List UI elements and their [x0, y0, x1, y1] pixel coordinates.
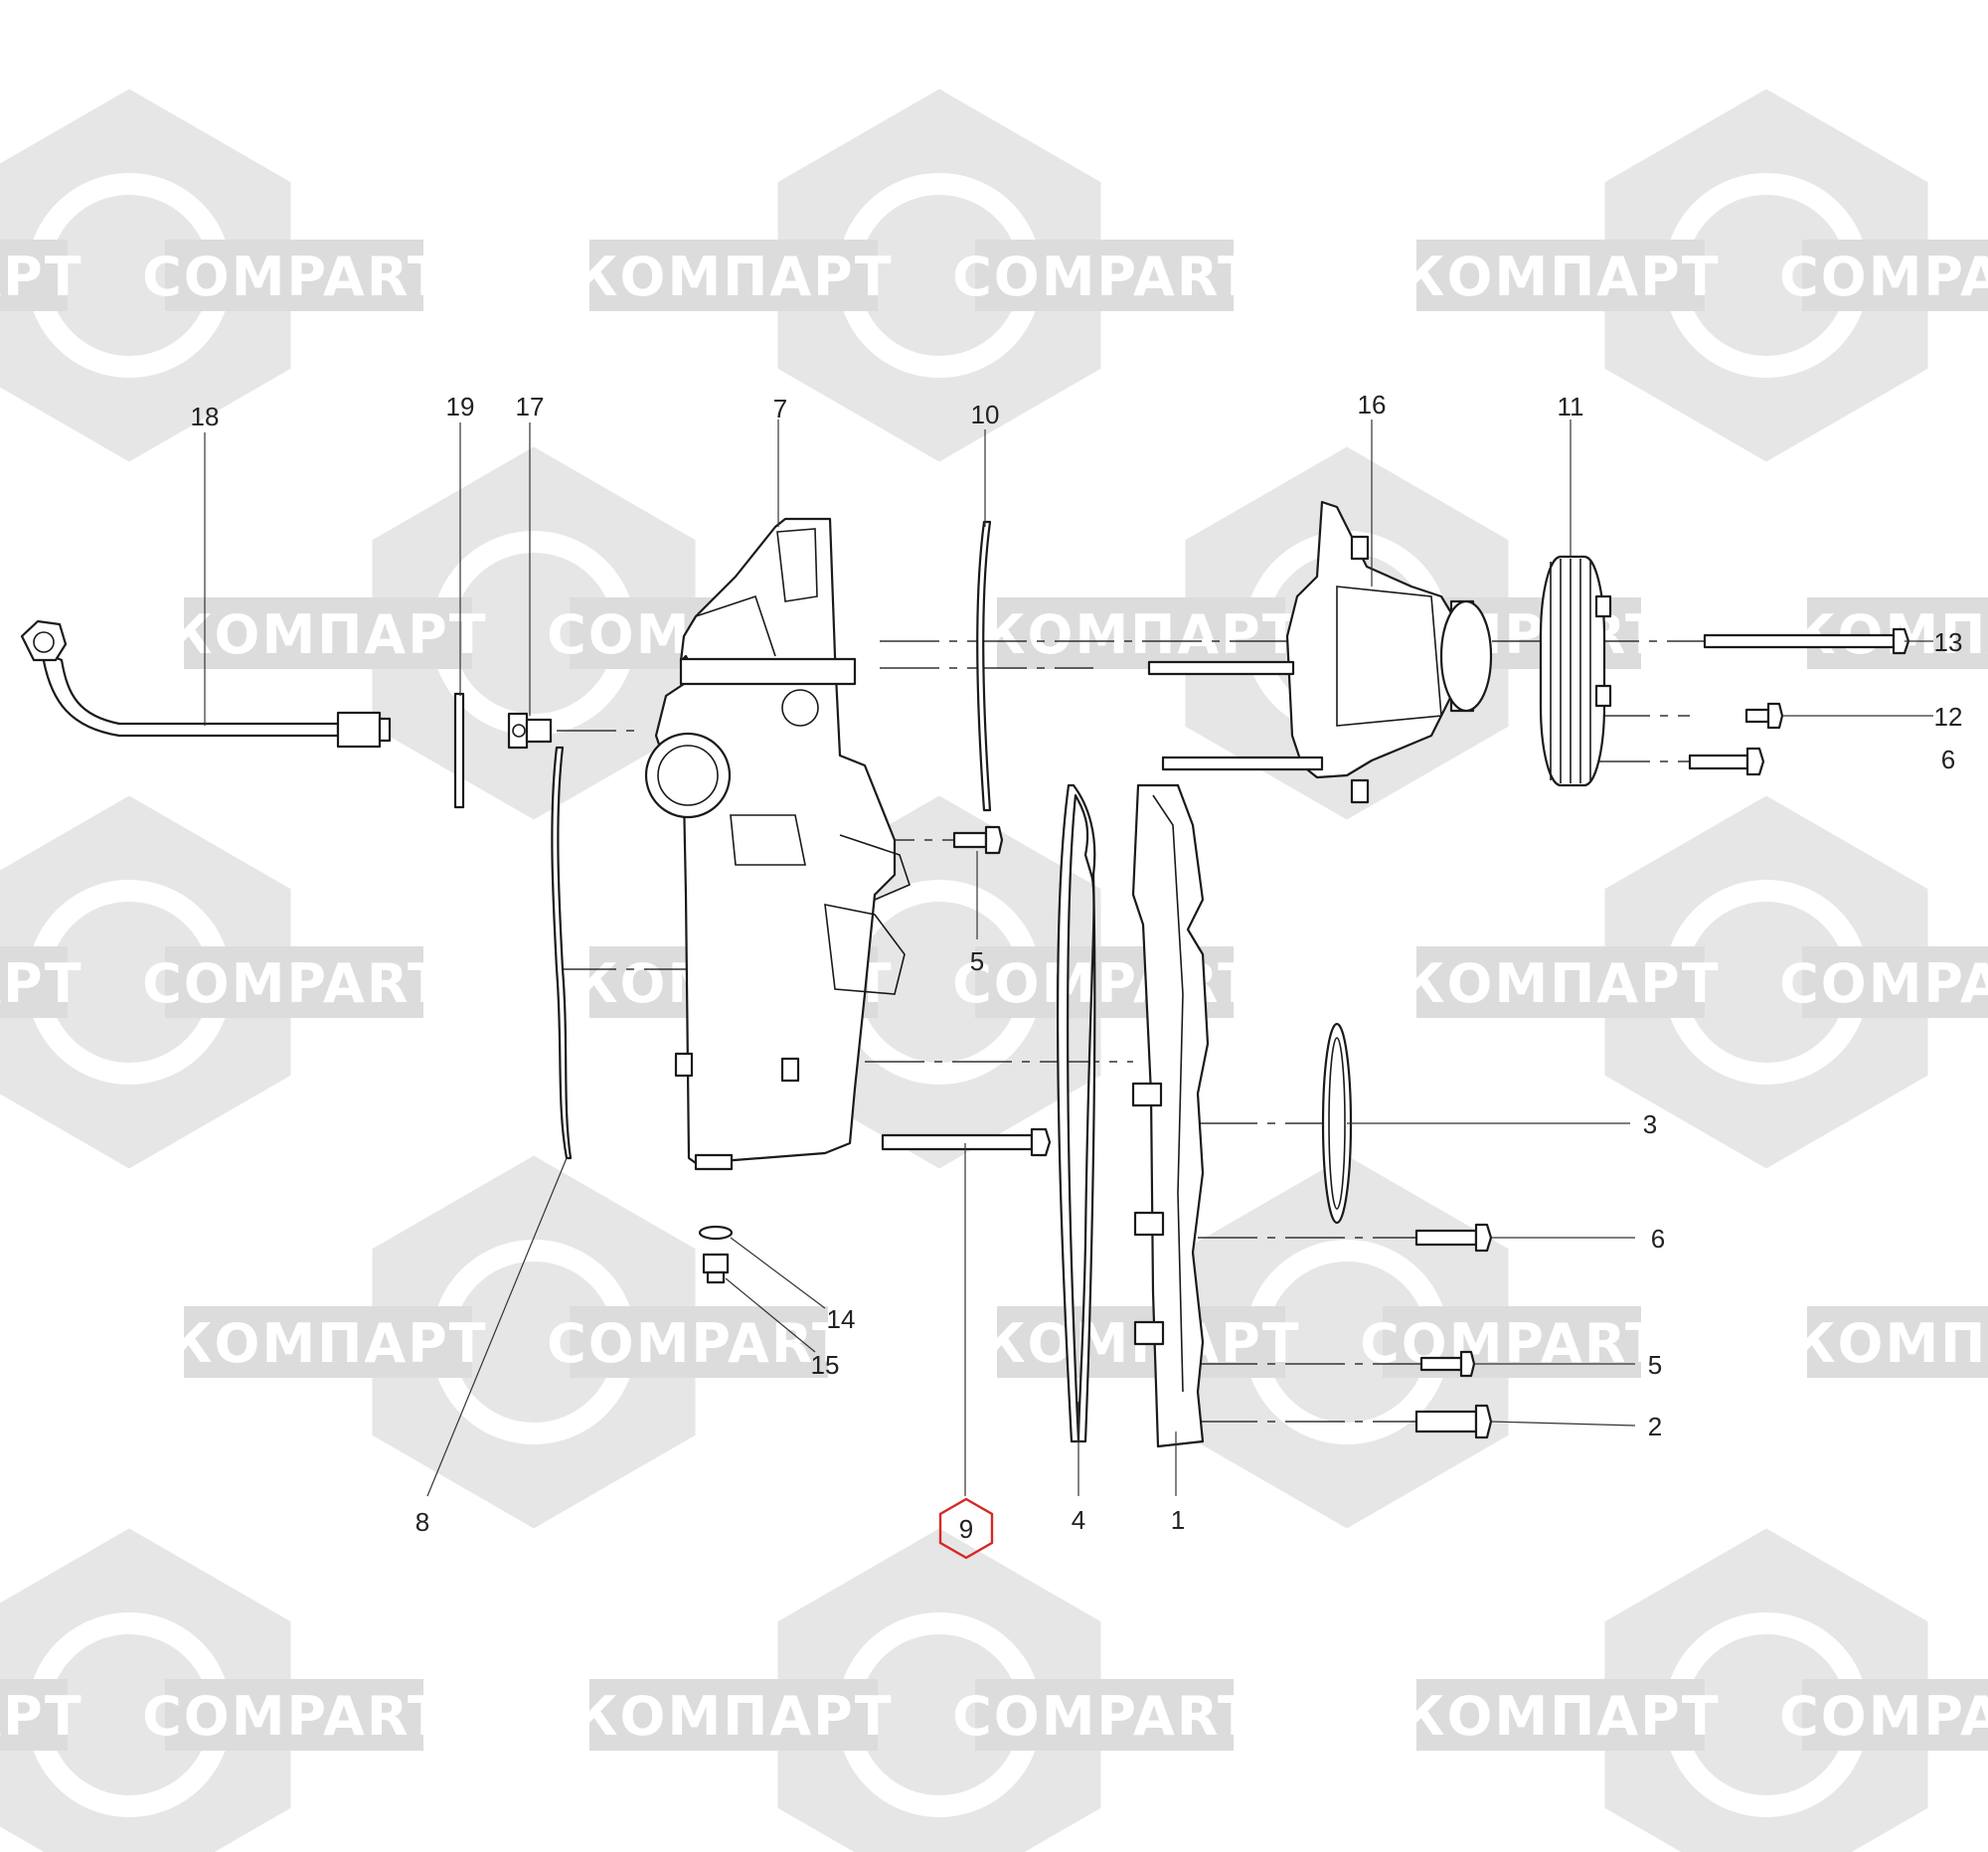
watermark-hexagon: [1604, 88, 1928, 462]
watermark-band: [570, 1306, 828, 1378]
watermark-text-latin: COMPART: [142, 246, 446, 308]
watermark-band: [1416, 1679, 1705, 1751]
callout-18[interactable]: 18: [191, 402, 220, 431]
part-6-bolt-lower: [1414, 1223, 1493, 1253]
part-16-pump-body: [1147, 500, 1493, 804]
callout-3[interactable]: 3: [1643, 1109, 1657, 1139]
part-14-seal-ring: [698, 1225, 734, 1241]
watermark-text-cyrillic: КОМПАРТ: [168, 1312, 487, 1375]
watermark-text-latin: COMPART: [1779, 952, 1988, 1015]
part-19-gasket: [453, 692, 465, 809]
leader-lines: [204, 420, 1933, 1497]
watermark-text-latin: COMPART: [952, 1685, 1256, 1748]
watermark-text-latin: COMPART: [142, 952, 446, 1015]
callout-labels: 18 19 17 7 10 16 11 13 12 6 5 3 6 5 2 14…: [191, 390, 1963, 1544]
watermark-band: [0, 240, 68, 311]
part-10-gasket: [976, 520, 992, 812]
watermark-hexagon: [0, 795, 291, 1169]
watermark-text-latin: COMPART: [1779, 246, 1988, 308]
watermark-band: [165, 240, 423, 311]
part-5-bolt-lower: [1419, 1350, 1476, 1378]
callout-17[interactable]: 17: [516, 392, 545, 421]
watermark-text-cyrillic: КОМПАРТ: [1401, 1685, 1720, 1748]
watermark-band: [1802, 946, 1988, 1018]
watermark-band: [1802, 1679, 1988, 1751]
part-6-bolt-upper: [1688, 747, 1765, 776]
part-17-fitting: [507, 712, 553, 750]
watermark-text-latin: COMPART: [952, 952, 1256, 1015]
watermark-hexagon: [777, 88, 1101, 462]
watermark-text-latin: COMPART: [142, 1685, 446, 1748]
watermark-band: [1802, 240, 1988, 311]
watermark-text-cyrillic: КОМПАРТ: [0, 952, 83, 1015]
callout-12[interactable]: 12: [1934, 702, 1963, 732]
callout-4[interactable]: 4: [1072, 1505, 1085, 1535]
watermark-band: [165, 1679, 423, 1751]
callout-14[interactable]: 14: [827, 1304, 856, 1334]
watermark-text-cyrillic: КОМПАРТ: [1791, 1312, 1988, 1375]
watermark-band: [184, 597, 472, 669]
part-8-gasket: [551, 746, 573, 1160]
watermark-band: [975, 240, 1234, 311]
callout-8[interactable]: 8: [415, 1507, 429, 1537]
watermark-hexagon: [1604, 795, 1928, 1169]
watermark-text-latin: COMPART: [952, 246, 1256, 308]
watermark-text-cyrillic: КОМПАРТ: [0, 246, 83, 308]
part-7-housing: [644, 517, 911, 1171]
callout-1[interactable]: 1: [1171, 1505, 1185, 1535]
part-13-bolt: [1703, 627, 1910, 655]
part-15-drain-plug: [702, 1253, 730, 1284]
watermark-hexagon: [0, 1528, 291, 1852]
part-1-front-cover: [1131, 783, 1210, 1448]
watermark-text-latin: COMPART: [547, 1312, 851, 1375]
callout-6-lower[interactable]: 6: [1651, 1224, 1665, 1254]
callout-9[interactable]: 9: [959, 1514, 973, 1544]
watermark-band: [589, 1679, 878, 1751]
watermark-hexagon: [372, 446, 696, 820]
watermark-layer: КОМПАРТ COMPART КОМПАРТ COMPART КОМПАРТ COMPA…: [0, 88, 1988, 1852]
callout-5-lower[interactable]: 5: [1648, 1350, 1662, 1380]
watermark-text-cyrillic: КОМПАРТ: [168, 603, 487, 666]
watermark-band: [1416, 946, 1705, 1018]
callout-11[interactable]: 11: [1558, 392, 1584, 421]
watermark-text-latin: COMPART: [1360, 1312, 1664, 1375]
watermark-band: [1807, 1306, 1988, 1378]
watermark-band: [0, 946, 68, 1018]
part-11-pulley: [1539, 555, 1612, 787]
watermark-text-cyrillic: КОМПАРТ: [1401, 952, 1720, 1015]
part-9-long-bolt: [881, 1127, 1052, 1157]
callout-15[interactable]: 15: [811, 1350, 840, 1380]
highlighted-callout-marker: [938, 1497, 994, 1560]
callout-7[interactable]: 7: [773, 394, 787, 423]
callout-19[interactable]: 19: [446, 392, 475, 421]
part-18-oil-pipe: [20, 619, 392, 749]
watermark-text-cyrillic: КОМПАРТ: [1401, 246, 1720, 308]
watermark-band: [165, 946, 423, 1018]
watermark-hexagon: [0, 88, 291, 462]
watermark-band: [1416, 240, 1705, 311]
part-3-crankshaft-seal: [1321, 1022, 1353, 1225]
callout-16[interactable]: 16: [1358, 390, 1387, 420]
callout-10[interactable]: 10: [971, 400, 1000, 429]
watermark-text-cyrillic: КОМПАРТ: [574, 1685, 893, 1748]
watermark-band: [975, 1679, 1234, 1751]
watermark-text-cyrillic: КОМПАРТ: [574, 246, 893, 308]
part-4-gasket: [1057, 783, 1096, 1443]
part-2-bolt: [1414, 1404, 1493, 1439]
watermark-text-latin: COMPART: [1779, 1685, 1988, 1748]
watermark-hexagon: [1185, 1155, 1509, 1529]
watermark-band: [0, 1679, 68, 1751]
watermark-band: [997, 597, 1285, 669]
callout-5-upper[interactable]: 5: [970, 946, 984, 976]
callout-2[interactable]: 2: [1648, 1412, 1662, 1441]
callout-6-upper[interactable]: 6: [1941, 745, 1955, 774]
watermark-text-cyrillic: КОМПАРТ: [0, 1685, 83, 1748]
part-5-bolt-upper: [952, 825, 1004, 855]
watermark-text-cyrillic: КОМПАРТ: [981, 603, 1300, 666]
watermark-band: [589, 240, 878, 311]
watermark-band: [184, 1306, 472, 1378]
callout-13[interactable]: 13: [1934, 627, 1963, 657]
part-12-bolt: [1744, 702, 1784, 730]
